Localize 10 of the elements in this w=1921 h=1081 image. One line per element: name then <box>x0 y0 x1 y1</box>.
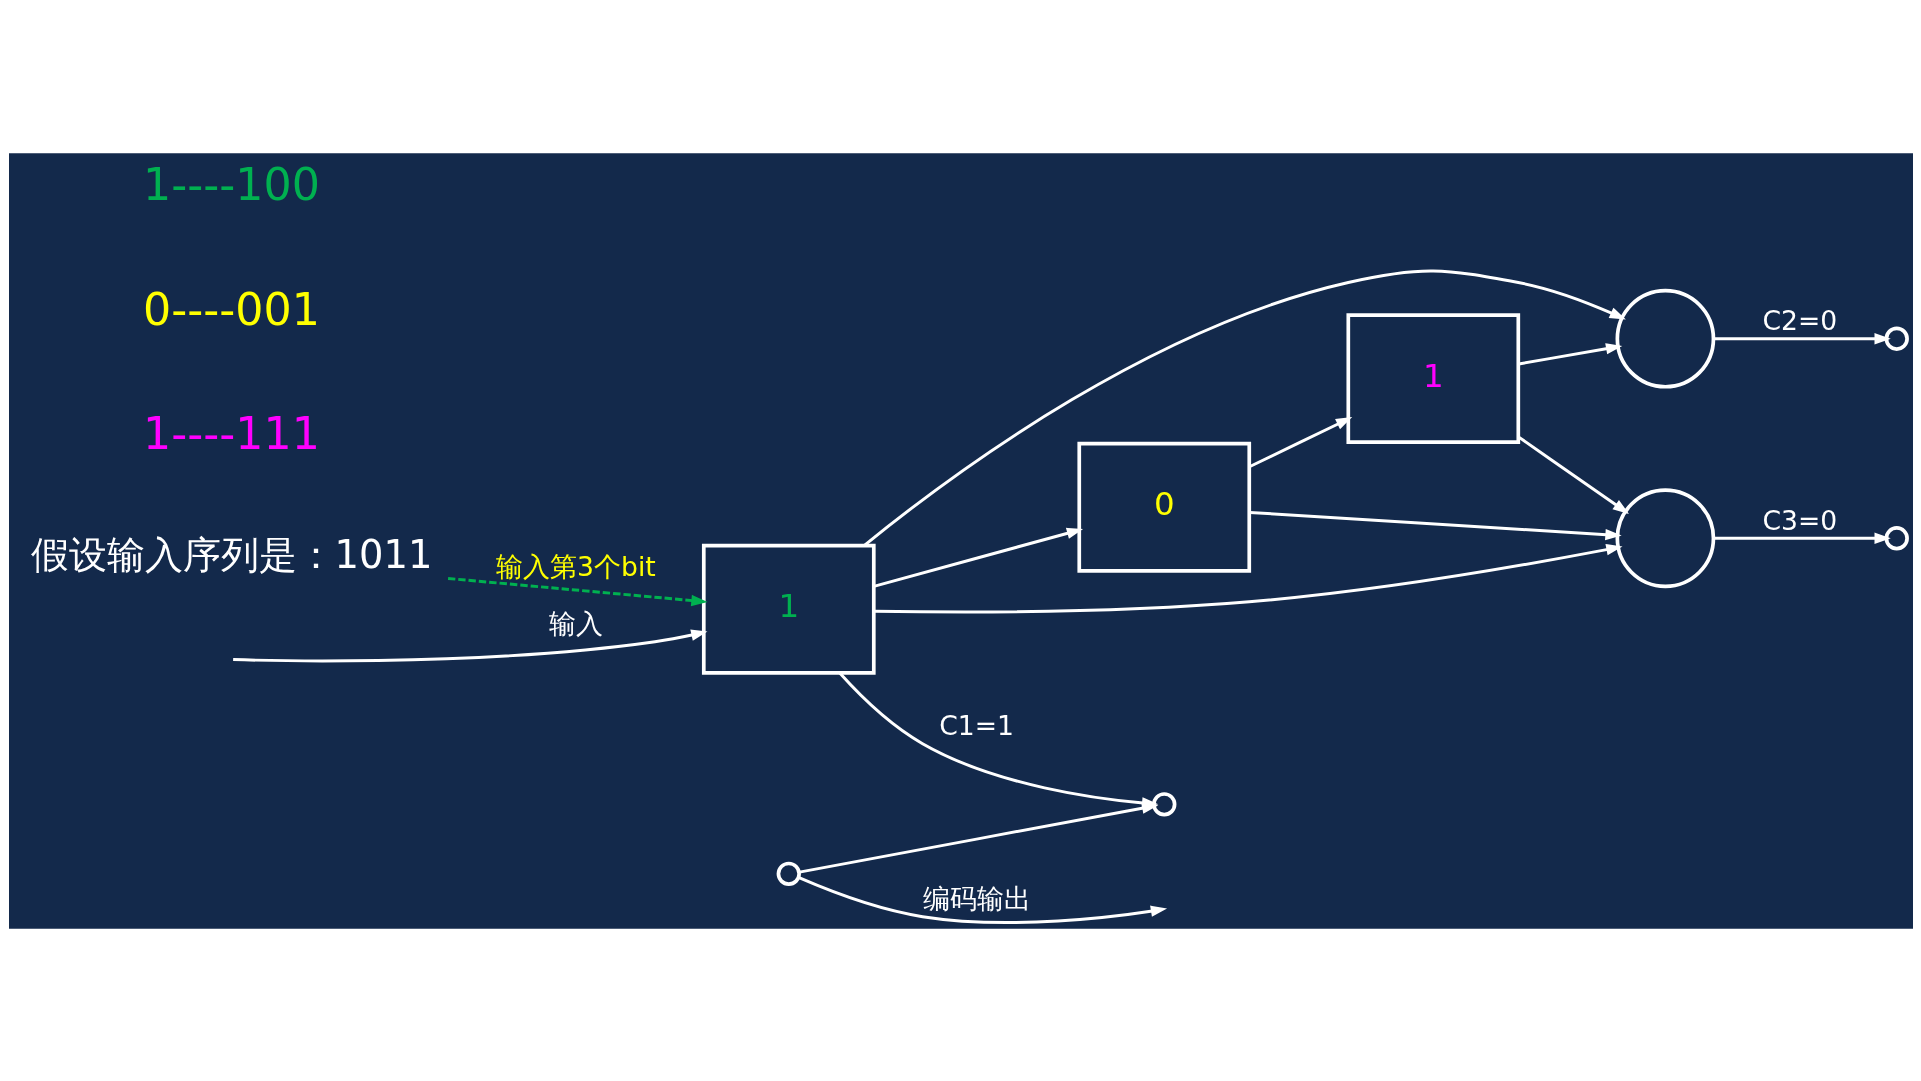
label: 1----111 <box>142 407 320 459</box>
edge-label: 输入第3个bit <box>495 550 656 582</box>
edge-label: C2=0 <box>1762 304 1837 336</box>
edge-label: C1=1 <box>938 709 1014 741</box>
edge-label: 编码输出 <box>922 882 1031 914</box>
node-text: 假设输入序列是：1011 <box>30 531 432 577</box>
edge-label: C3=0 <box>1762 504 1837 536</box>
edge-label: 输入 <box>548 607 603 639</box>
label: 1----100 <box>142 158 320 210</box>
label: 0----001 <box>142 283 320 335</box>
